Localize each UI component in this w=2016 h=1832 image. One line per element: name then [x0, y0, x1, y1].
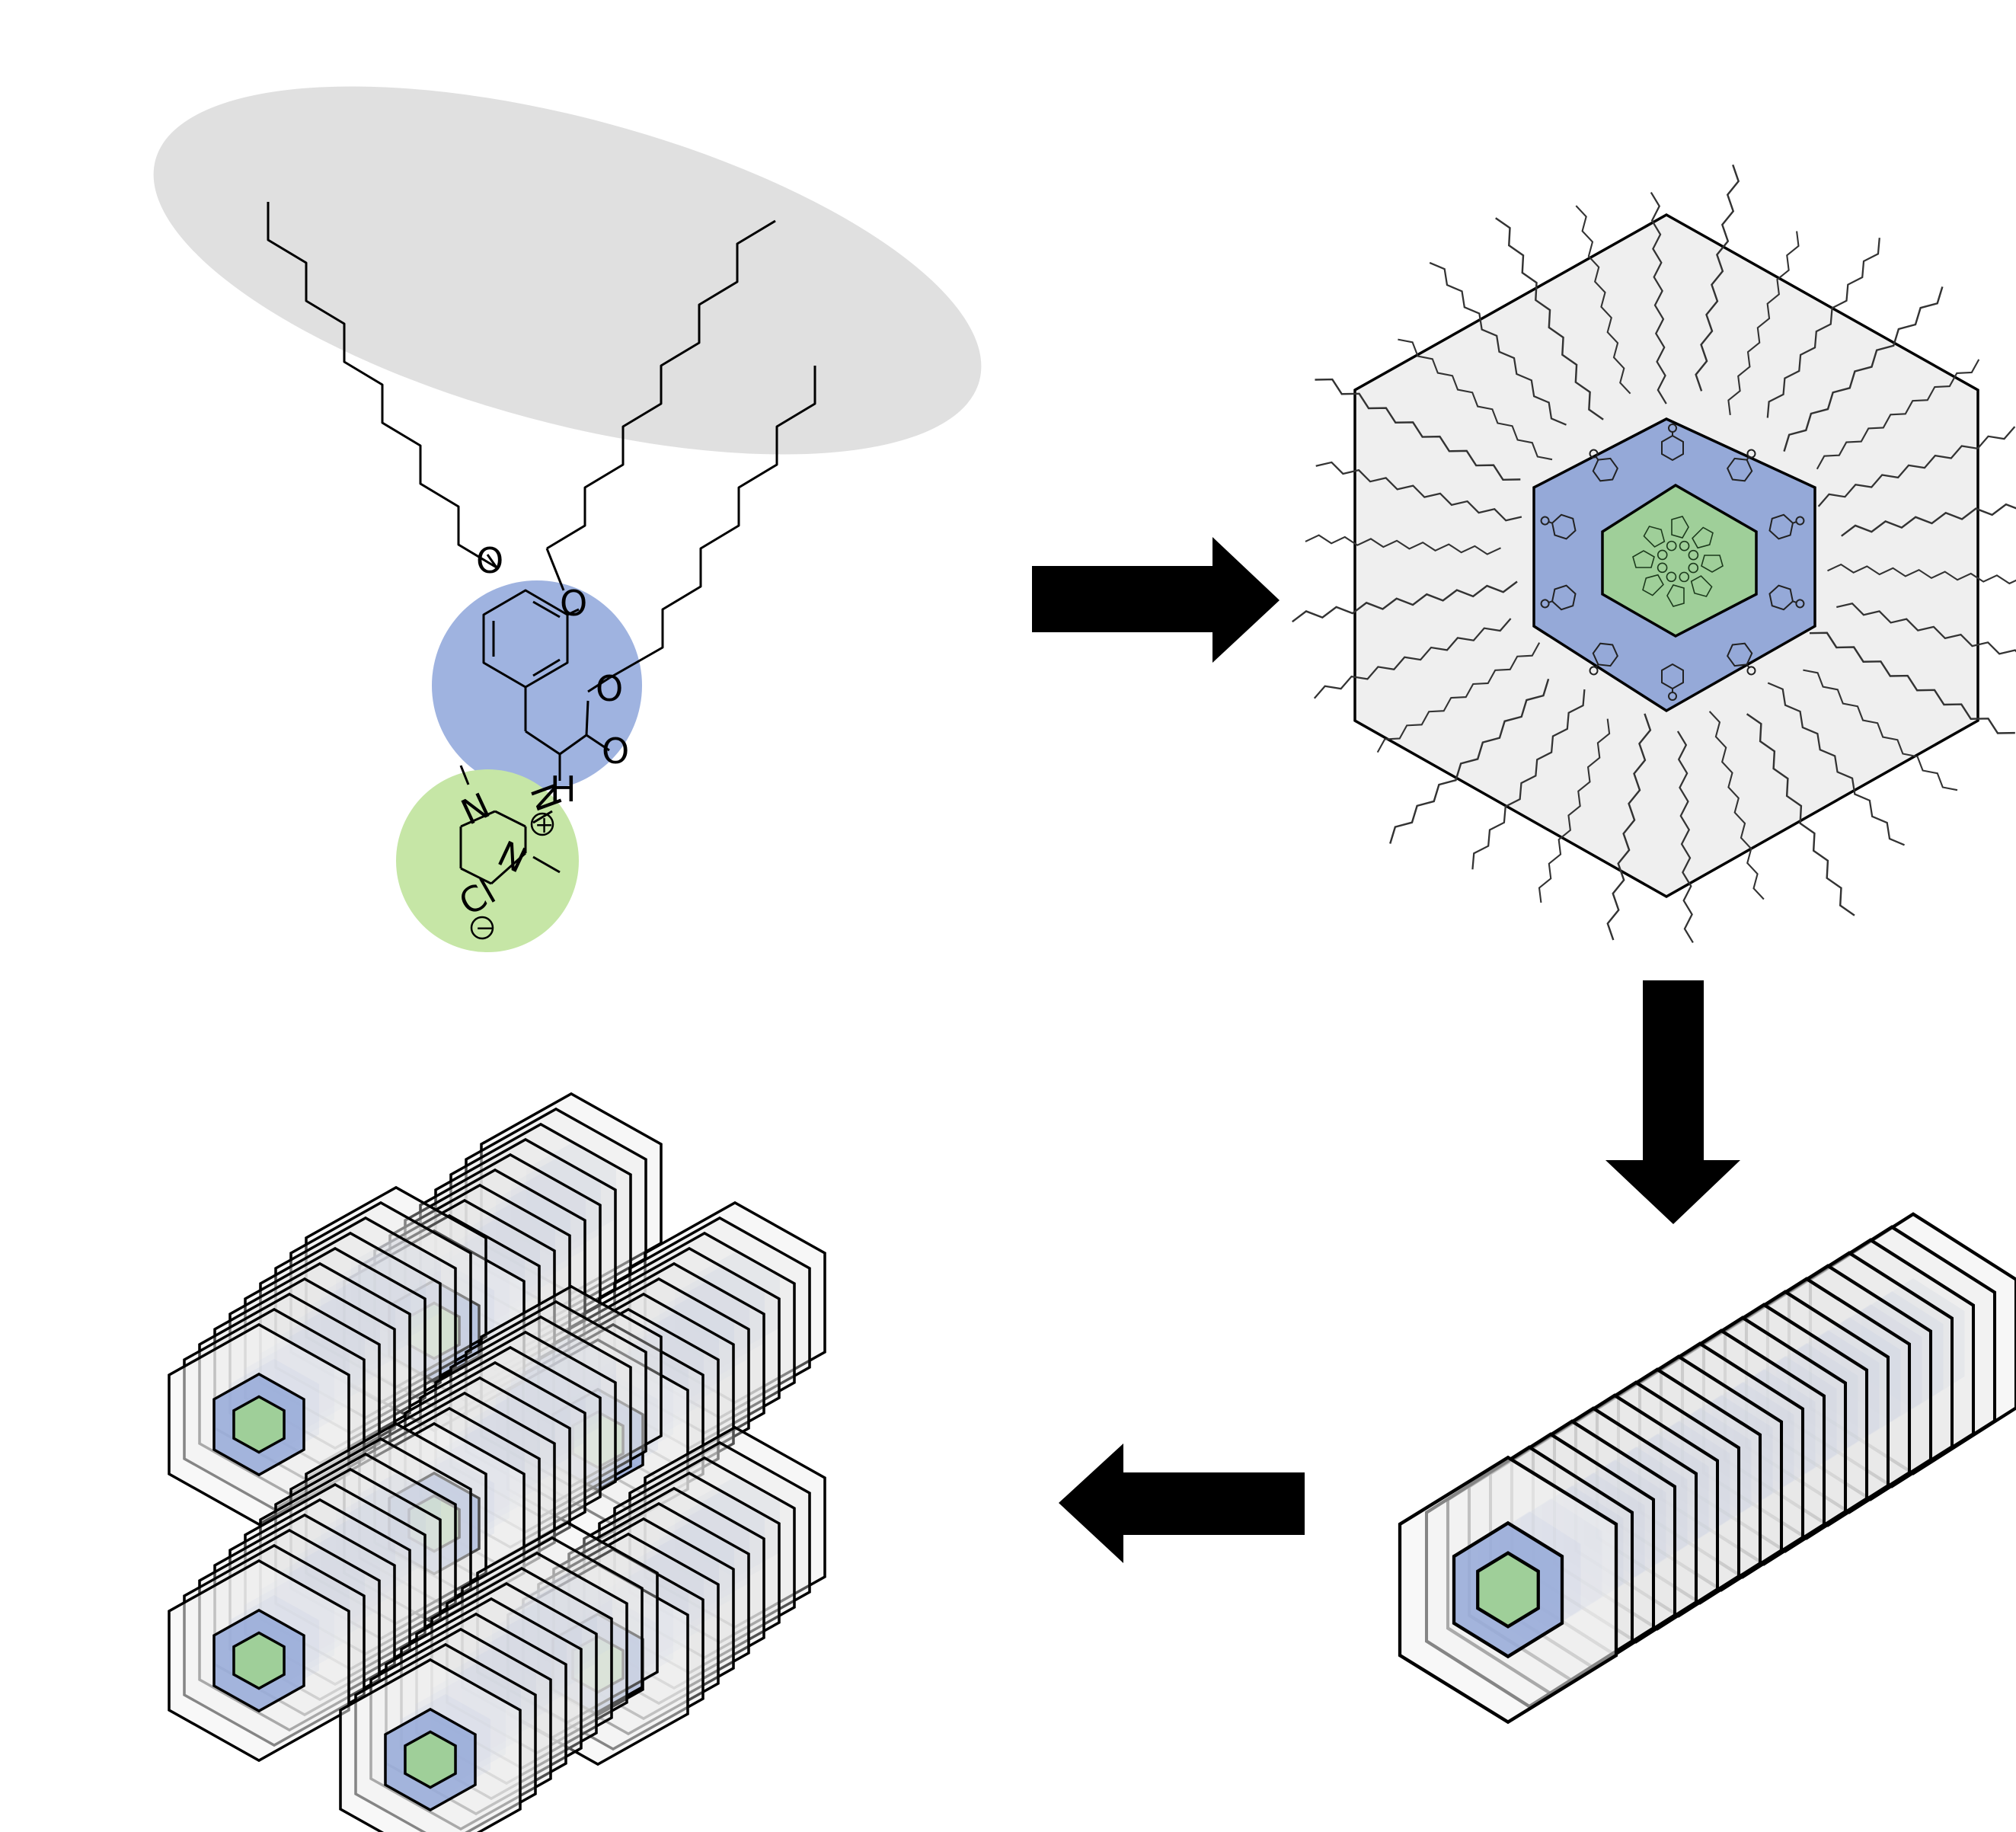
molecule-panel: O O O O N H N N + Cl − [153, 86, 982, 952]
ester-oxygen: O [596, 668, 623, 709]
anion-charge: − [470, 915, 494, 942]
cation-charge: + [530, 812, 554, 839]
ionic-region-circle [396, 769, 579, 952]
arrow-down [1605, 980, 1740, 1224]
ether-oxygen-2: O [560, 583, 587, 624]
molecule-skeleton [267, 202, 816, 885]
svg-text:+: + [535, 812, 554, 839]
arrow-right [1032, 537, 1280, 663]
ionic-core-pattern [1632, 516, 1724, 607]
svg-text:−: − [475, 915, 494, 942]
carbonyl-oxygen: O [602, 731, 629, 772]
column-panel [1400, 1214, 2016, 1722]
lattice-panel [168, 1092, 826, 1832]
disk-panel [1289, 164, 2016, 944]
tail-region-ellipse [153, 86, 982, 455]
ether-oxygen-1: O [476, 540, 503, 581]
arrow-left [1059, 1444, 1305, 1563]
amide-hydrogen: H [550, 769, 577, 810]
disk-green-hexagon [1601, 483, 1758, 638]
